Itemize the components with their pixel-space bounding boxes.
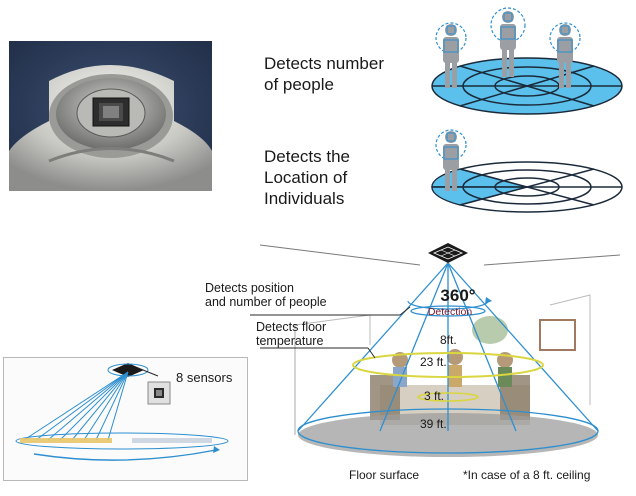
- ring-23-label: 23 ft.: [420, 355, 447, 369]
- location-zone-disc: [431, 161, 623, 213]
- floor-temp-label-line1: Detects floor: [256, 320, 327, 334]
- ring-23ft: [352, 352, 544, 378]
- position-label: Detects position and number of people: [205, 281, 327, 309]
- sensors-label: 8 sensors: [176, 370, 233, 385]
- scan-sweep-arrow: [33, 449, 217, 461]
- sensor-beams: [23, 371, 129, 441]
- ring-3ft: [417, 392, 479, 402]
- floor-temp-label: Detects floor temperature: [256, 320, 326, 348]
- sensor-beams-diagram: [15, 363, 229, 461]
- location-heading-line2: Location of: [264, 168, 348, 187]
- sensor-inset-panel: 8 sensors: [3, 357, 248, 481]
- person-figure-2: [490, 7, 526, 77]
- person-figure-3: [549, 22, 581, 88]
- ceiling-sensor-icon: [428, 243, 468, 263]
- floor-temp-label-line2: temperature: [256, 334, 324, 348]
- sensor-photo-image: [9, 41, 212, 191]
- floor-caption: Floor surface: [349, 468, 420, 482]
- count-zone-disc: [431, 57, 623, 115]
- count-heading: Detects number of people: [264, 53, 384, 95]
- count-heading-line1: Detects number: [264, 54, 384, 73]
- position-leader-tick: [399, 306, 411, 316]
- detection-cone: [297, 262, 599, 454]
- floor-temp-leader-tick: [367, 347, 376, 359]
- room-detection-diagram: 360° Detection 8ft. 23 ft. 3 ft. 39 ft.: [250, 243, 621, 457]
- height-label: 8ft.: [440, 333, 457, 347]
- count-heading-line2: of people: [264, 75, 334, 94]
- location-heading: Detects the Location of Individuals: [264, 146, 350, 209]
- ring-3-label: 3 ft.: [424, 389, 444, 403]
- position-label-line1: Detects position: [205, 281, 294, 295]
- person-figure-location: [435, 129, 467, 191]
- sensor-points: [20, 438, 212, 443]
- rotation-arrow-icon: [485, 297, 492, 304]
- location-heading-line3: Individuals: [264, 189, 345, 208]
- location-graphic: [431, 129, 623, 213]
- detection-angle: 360°: [440, 286, 475, 305]
- detection-word: Detection: [428, 306, 473, 318]
- room-walls: [259, 244, 621, 435]
- rotation-arc: [407, 300, 489, 310]
- people-count-graphic: [431, 7, 623, 115]
- floor-area: [298, 413, 598, 457]
- inset-sensor-icon: [112, 363, 144, 377]
- ring-39-label: 39 ft.: [420, 417, 447, 431]
- inset-floor-ring: [15, 432, 229, 450]
- scan-arrowhead-icon: [213, 446, 220, 453]
- location-heading-line1: Detects the: [264, 147, 350, 166]
- sensor-photo: [9, 41, 212, 191]
- person-figure-1: [435, 22, 467, 88]
- footnote: *In case of a 8 ft. ceiling: [463, 468, 591, 482]
- position-label-line2: and number of people: [205, 295, 327, 309]
